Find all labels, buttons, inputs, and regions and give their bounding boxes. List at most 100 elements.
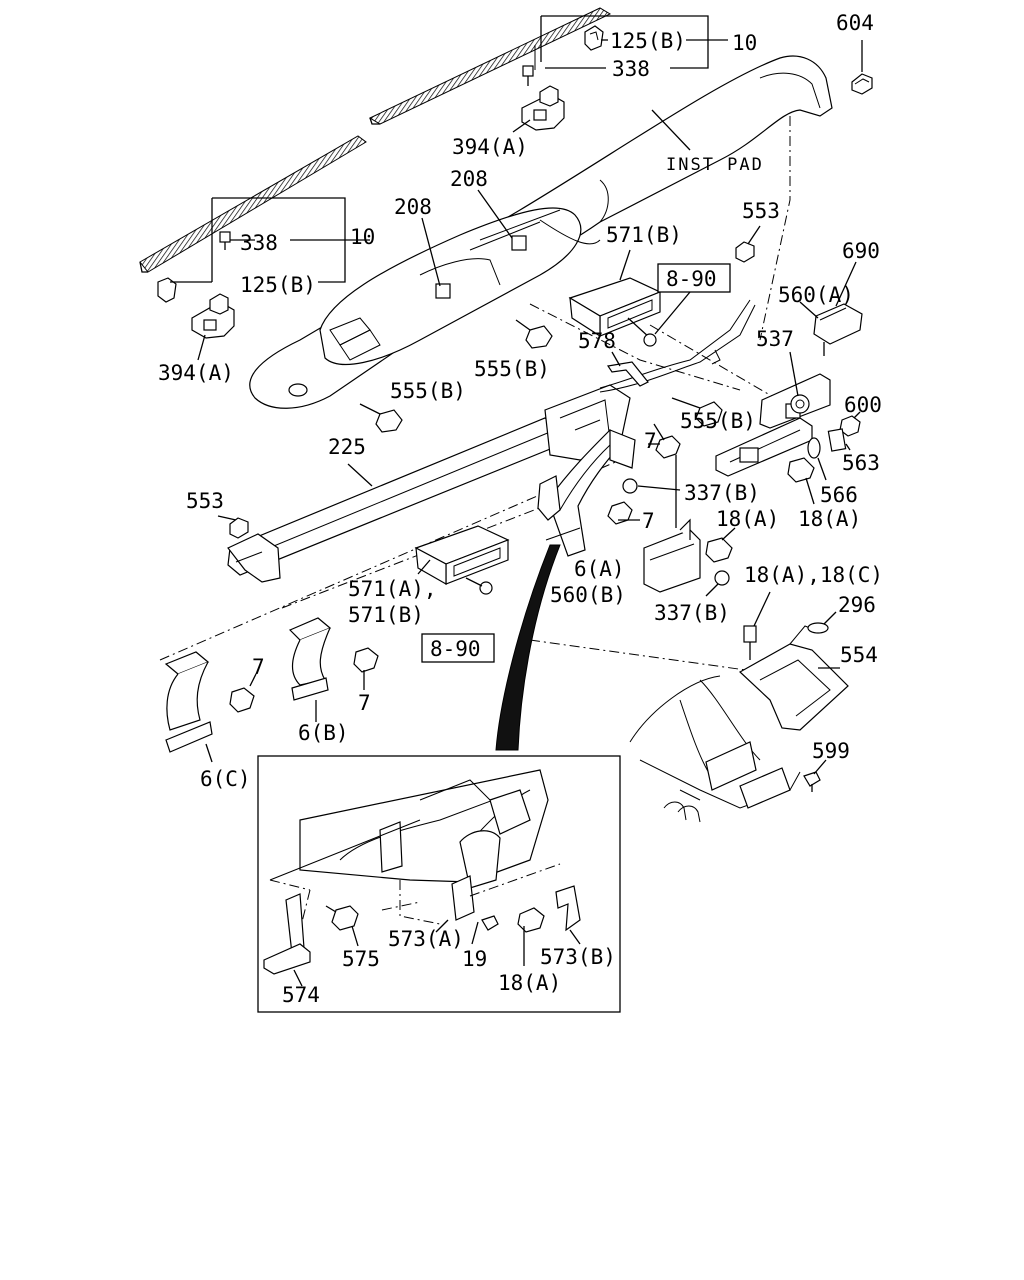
label-553-left: 553 [186, 489, 224, 513]
ref-box-8-90-mid [421, 633, 495, 663]
screw-599 [803, 759, 827, 792]
floor-tunnel [629, 675, 801, 823]
bolt-7-mid [648, 423, 681, 459]
nut-537 [790, 394, 810, 414]
label-8-90-mid: 8-90 [430, 637, 481, 661]
label-563: 563 [842, 451, 880, 475]
support-6a [537, 429, 636, 557]
label-296: 296 [838, 593, 876, 617]
label-19: 19 [462, 947, 487, 971]
bolt-7-left-b [353, 647, 379, 690]
label-537: 537 [756, 327, 794, 351]
screw-575 [325, 905, 359, 947]
support-6b [288, 617, 332, 701]
screw-555b-mid [515, 319, 553, 349]
label-566: 566 [820, 483, 858, 507]
bracket-394a-top [521, 85, 565, 131]
label-inst-pad: INST PAD [666, 155, 764, 175]
label-338-top: 338 [612, 57, 650, 81]
label-7-left2: 7 [358, 691, 371, 715]
screw-555b-right [671, 397, 723, 427]
label-208-a: 208 [394, 195, 432, 219]
label-18a-top: 18(A) [716, 507, 779, 531]
label-18a-18c: 18(A),18(C) [744, 563, 883, 587]
label-10-top: 10 [732, 31, 757, 55]
label-8-90-top: 8-90 [666, 267, 717, 291]
label-7-mid2: 7 [642, 509, 655, 533]
bracket-394a-left [191, 293, 235, 339]
label-573b: 573(B) [540, 945, 616, 969]
label-6a: 6(A) [574, 557, 625, 581]
washer-296 [807, 611, 837, 634]
label-555b-mid: 555(B) [474, 357, 550, 381]
screw-338-left [219, 231, 231, 250]
support-6c [164, 651, 213, 753]
ref-box-8-90-top [657, 263, 731, 293]
label-555b-right: 555(B) [680, 409, 756, 433]
screw-338-top [522, 45, 536, 86]
label-6c: 6(C) [200, 767, 251, 791]
label-553-top: 553 [742, 199, 780, 223]
bolt-18a-18c [743, 591, 771, 660]
part-labels: 604 125(B) 10 338 394(A) INST PAD 208 20… [158, 11, 883, 1007]
label-690: 690 [842, 239, 880, 263]
nut-604 [851, 73, 873, 95]
label-337b-top: 337(B) [684, 481, 760, 505]
sensor-690 [813, 303, 863, 356]
bolt-18a-top [705, 537, 733, 563]
label-10-left: 10 [350, 225, 375, 249]
nut-553-left [229, 517, 249, 539]
label-555b-left: 555(B) [390, 379, 466, 403]
label-125b-top: 125(B) [610, 29, 686, 53]
label-604: 604 [836, 11, 874, 35]
label-571a: 571(A), [348, 577, 437, 601]
label-571b-top: 571(B) [606, 223, 682, 247]
bolt-7-mid2 [607, 501, 640, 525]
label-337b-bot: 337(B) [654, 601, 730, 625]
label-573a: 573(A) [388, 927, 464, 951]
label-125b-left: 125(B) [240, 273, 316, 297]
clip-125b-top [584, 25, 604, 51]
label-560a: 560(A) [778, 283, 854, 307]
label-394a-left: 394(A) [158, 361, 234, 385]
strap-578 [606, 361, 649, 387]
clip-125b-left [157, 277, 177, 303]
label-599: 599 [812, 739, 850, 763]
label-208-b: 208 [450, 167, 488, 191]
nut-337b-top [622, 478, 681, 494]
instrument-pad [249, 55, 833, 409]
cross-member-225 [227, 384, 631, 583]
defroster-grille-left [139, 135, 367, 273]
defroster-grille-top [368, 7, 612, 125]
detail-inset-drawing [269, 769, 581, 932]
air-duct-571b-top [568, 277, 662, 338]
label-338-left: 338 [240, 231, 278, 255]
label-571b-mid: 571(B) [348, 603, 424, 627]
nut-553-top [735, 241, 755, 263]
air-duct-571a [414, 525, 510, 586]
bolt-7-left-c [229, 673, 257, 713]
grommet-566 [807, 437, 821, 459]
label-600: 600 [844, 393, 882, 417]
screw-555b-left [359, 403, 403, 433]
detail-callout-arrow [495, 544, 561, 751]
label-574: 574 [282, 983, 320, 1007]
label-6b: 6(B) [298, 721, 349, 745]
bolt-18a-right [787, 457, 815, 505]
bracket-574 [263, 893, 311, 975]
label-578: 578 [578, 329, 616, 353]
clip-563 [827, 428, 847, 452]
bracket-560b [643, 518, 701, 593]
label-18a-inset: 18(A) [498, 971, 561, 995]
label-575: 575 [342, 947, 380, 971]
label-560b: 560(B) [550, 583, 626, 607]
nut-337b-bot [705, 570, 730, 597]
label-18a-right: 18(A) [798, 507, 861, 531]
screw-19 [471, 915, 499, 945]
label-394a-top: 394(A) [452, 135, 528, 159]
label-225: 225 [328, 435, 366, 459]
bolt-18a-inset [517, 907, 545, 966]
label-7-mid: 7 [644, 429, 657, 453]
bracket-554 [738, 625, 849, 731]
